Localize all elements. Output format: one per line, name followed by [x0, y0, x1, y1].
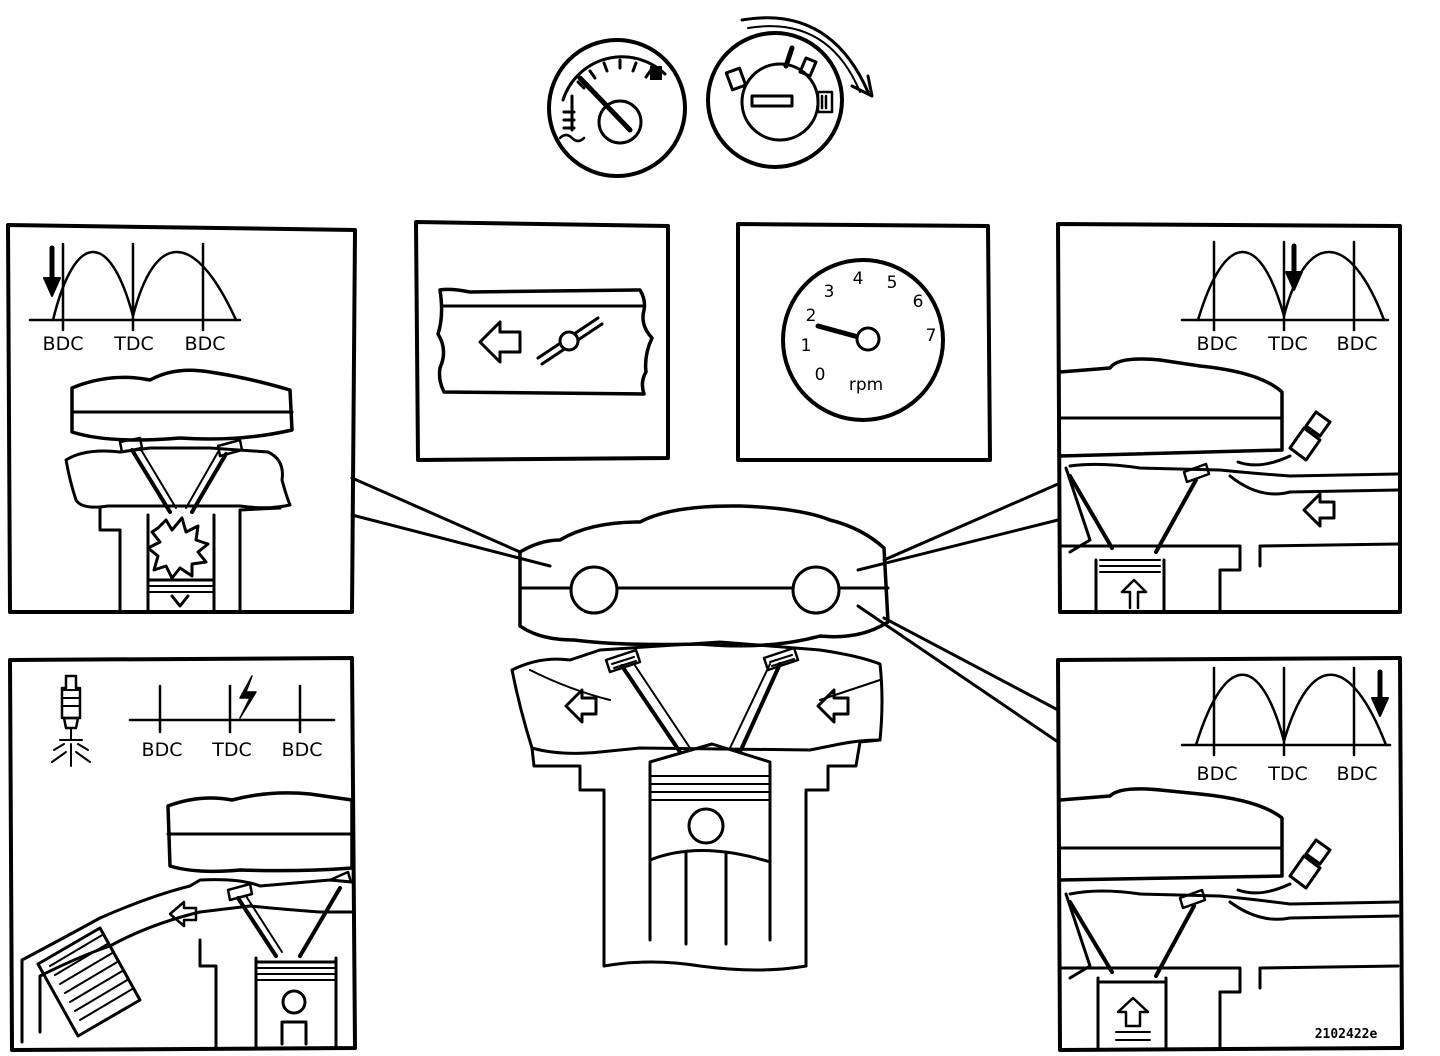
panel-throttle [414, 220, 670, 462]
tach-tick-label: 2 [806, 306, 817, 326]
panel-power-stroke: BDC TDC BDC [6, 223, 357, 614]
coolant-temperature-gauge-icon [547, 38, 687, 178]
tdc-label: TDC [1267, 763, 1308, 785]
spark-bolt-icon [239, 675, 257, 719]
tdc-label: TDC [113, 333, 154, 355]
bdc-label: BDC [1197, 333, 1238, 355]
tach-tick-label: 6 [913, 292, 924, 312]
fuel-injector-icon [1236, 838, 1332, 895]
tdc-label: TDC [211, 739, 252, 761]
callout-lines [350, 476, 1060, 744]
bdc-label: BDC [1337, 763, 1378, 785]
bdc-label: BDC [1337, 333, 1378, 355]
panel-intake-stroke: BDC TDC BDC [1056, 222, 1402, 614]
tachometer-icon: 0 1 2 3 4 5 6 7 rpm [781, 258, 945, 422]
tach-tick-label: 4 [853, 269, 864, 289]
panel-ignition: BDC TDC BDC [8, 656, 357, 1052]
tach-tick-label: 7 [926, 326, 937, 346]
bdc-label: BDC [185, 333, 226, 355]
tach-tick-label: 3 [824, 282, 835, 302]
spark-plug-icon [51, 674, 91, 767]
bdc-label: BDC [142, 739, 183, 761]
air-filter-icon [36, 926, 142, 1038]
panel-compression-stroke: BDC TDC BDC 2102422e [1056, 656, 1404, 1052]
tdc-label: TDC [1267, 333, 1308, 355]
tach-tick-label: 1 [801, 336, 812, 356]
arrow-left-icon [478, 320, 522, 364]
bdc-label: BDC [282, 739, 323, 761]
bdc-label: BDC [1197, 763, 1238, 785]
tach-unit-label: rpm [849, 375, 883, 395]
tach-tick-label: 5 [887, 273, 898, 293]
bdc-label: BDC [43, 333, 84, 355]
throttle-valve-icon [536, 316, 604, 366]
fuel-injector-icon [1236, 410, 1332, 467]
panel-tachometer: 0 1 2 3 4 5 6 7 rpm [736, 222, 992, 462]
ignition-switch-icon [706, 16, 874, 169]
figure-code: 2102422e [1315, 1027, 1378, 1042]
tach-tick-label: 0 [815, 365, 826, 385]
central-engine [510, 504, 890, 972]
